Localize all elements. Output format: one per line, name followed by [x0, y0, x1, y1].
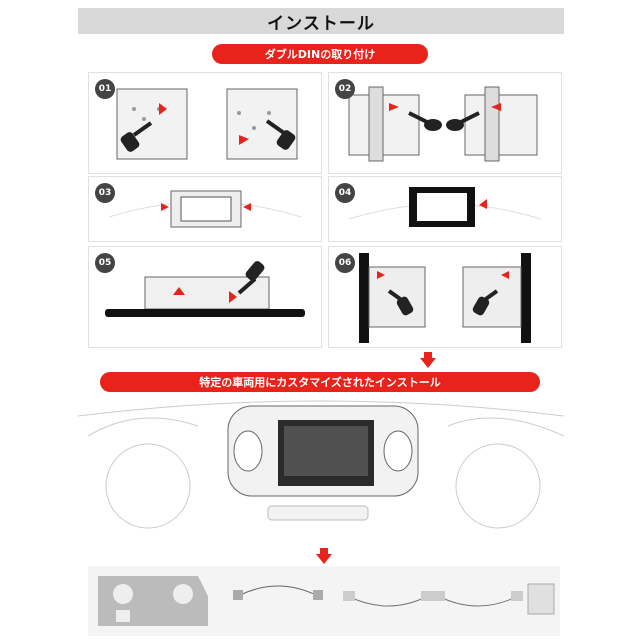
step-06-illustration	[359, 253, 531, 343]
step-panel-05: 05	[88, 246, 322, 348]
section-custom-install-text: 特定の車両用にカスタマイズされたインストール	[199, 376, 441, 389]
step-badge: 01	[95, 79, 115, 99]
step-01-illustration	[116, 88, 298, 160]
step-04-illustration	[348, 187, 542, 227]
step-badge: 02	[335, 79, 355, 99]
screwdriver-icon	[408, 111, 480, 131]
screwdriver-icon	[237, 261, 265, 295]
screwdriver-icon	[120, 119, 296, 152]
step-badge: 03	[95, 183, 115, 203]
step-02-illustration	[348, 86, 538, 162]
step-panel-03: 03	[88, 176, 322, 242]
section-double-din-text: ダブルDINの取り付け	[264, 48, 376, 61]
red-arrow-icon	[159, 103, 249, 145]
screwdriver-icon	[387, 289, 499, 316]
step-03-illustration	[108, 190, 302, 228]
down-arrow-icon	[420, 352, 436, 368]
page-title: インストール	[267, 13, 375, 34]
step-panel-01: 01	[88, 72, 322, 174]
page-title-bar: インストール	[78, 8, 564, 34]
accessories-panel	[88, 566, 560, 636]
step-05-illustration	[105, 261, 305, 317]
section-custom-install-label: 特定の車両用にカスタマイズされたインストール	[100, 372, 540, 392]
dashboard-illustration	[78, 396, 564, 544]
step-panel-04: 04	[328, 176, 562, 242]
step-badge: 06	[335, 253, 355, 273]
step-badge: 04	[335, 183, 355, 203]
section-double-din-label: ダブルDINの取り付け	[212, 44, 428, 64]
step-panel-02: 02	[328, 72, 562, 174]
step-badge: 05	[95, 253, 115, 273]
step-panel-06: 06	[328, 246, 562, 348]
down-arrow-icon	[316, 548, 332, 564]
